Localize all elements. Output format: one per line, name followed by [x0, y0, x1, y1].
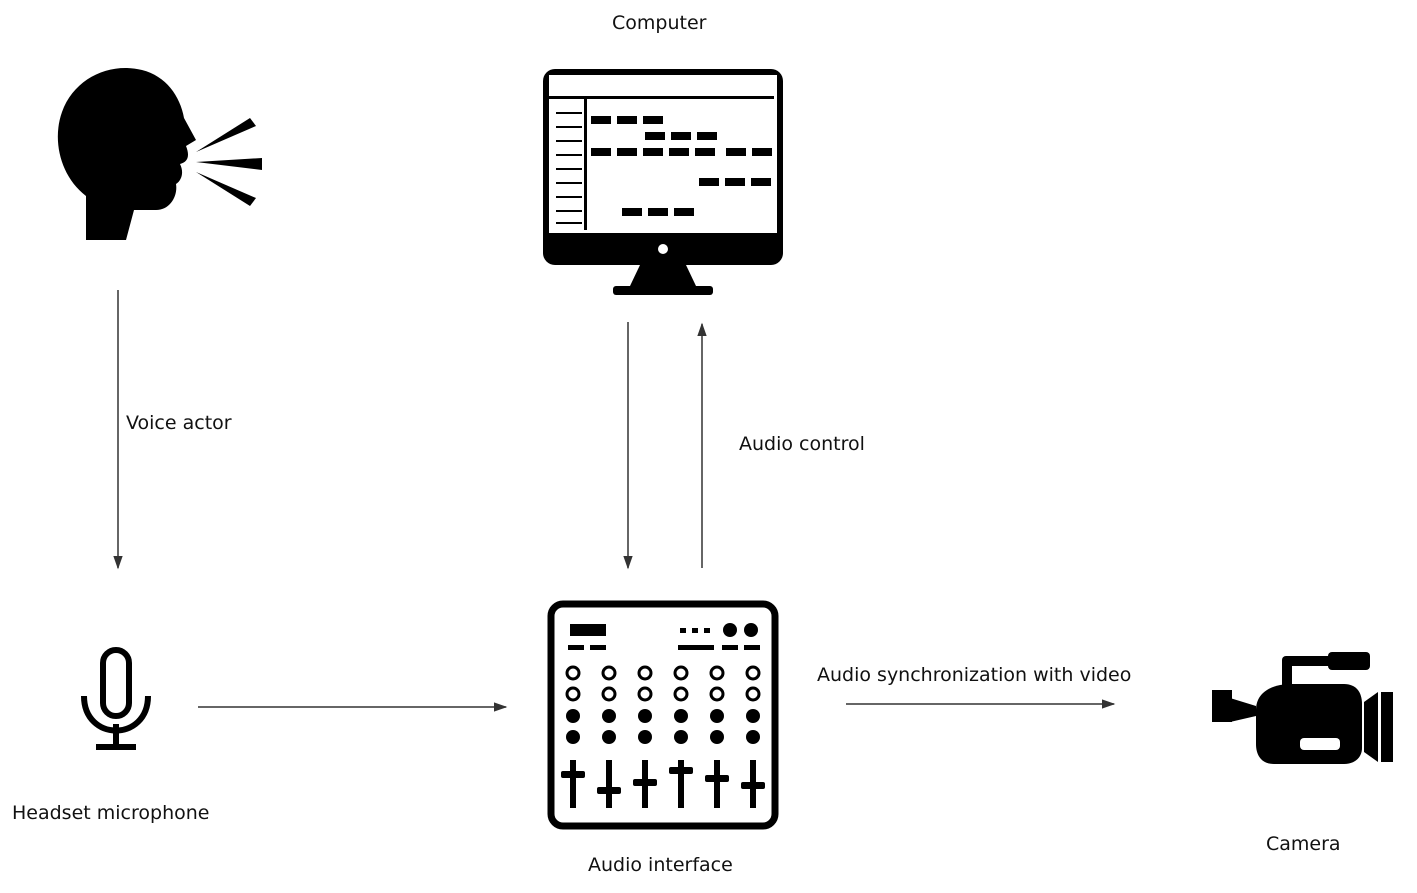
audio-sync-label: Audio synchronization with video: [817, 664, 1132, 686]
audio-mixer-icon: [547, 600, 779, 830]
headset-microphone-label: Headset microphone: [12, 802, 210, 824]
computer-label: Computer: [612, 12, 707, 34]
speaking-head-icon: [57, 67, 262, 240]
audio-interface-label: Audio interface: [588, 854, 733, 876]
computer-monitor-icon: [543, 69, 783, 295]
microphone-icon: [81, 647, 151, 750]
camera-label: Camera: [1266, 833, 1341, 855]
voice-actor-label: Voice actor: [126, 412, 232, 434]
video-camera-icon: [1212, 652, 1393, 764]
audio-control-label: Audio control: [739, 433, 865, 455]
